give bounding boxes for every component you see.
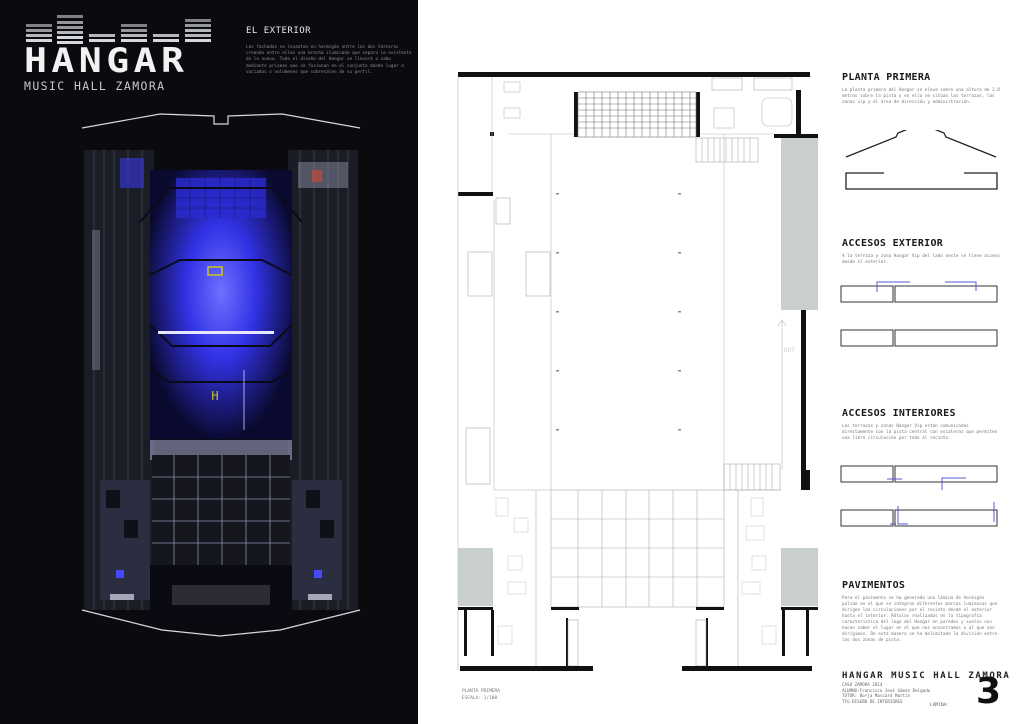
section-diagram-roof [845,130,998,190]
equalizer-bars-icon [26,15,211,44]
section-planta-primera: PLANTA PRIMERA La planta primera del Han… [842,72,1002,106]
section-title: ACCESOS INTERIORES [842,408,956,419]
first-floor-plan: OUT [456,70,818,674]
section-accesos-exterior: ACCESOS EXTERIOR A la terraza y zona Han… [842,238,1002,266]
footer-project-title: HANGAR MUSIC HALL ZAMORA [842,671,1011,681]
left-panel: HANGAR MUSIC HALL ZAMORA EL EXTERIOR Las… [0,0,418,724]
section-title: PLANTA PRIMERA [842,72,931,83]
section-text: A la terraza y zona Hangar Vip del lado … [842,254,1000,265]
section-text: Las terrazas y zonas Hangar Vip están co… [842,424,998,441]
footer-line: TFG DISEÑO DE INTERIORES [842,698,903,704]
plan-caption: PLANTA PRIMERA ESCALA: 1/100 [462,688,500,702]
footer-line: ALUMNO:Francisco José Gómez Delgado [842,687,931,693]
exterior-text: Las fachadas se levantan en hormigón ent… [246,45,412,75]
footer-credits: CASO ZAMORA 2014 ALUMNO:Francisco José G… [842,682,930,704]
svg-text:OUT: OUT [784,347,795,354]
access-interior-diagram [840,465,998,527]
section-text: Para el pavimento se ha generado una lám… [842,596,998,643]
section-title: PAVIMENTOS [842,580,906,591]
footer-line: CASO ZAMORA 2014 [842,682,883,687]
access-exterior-diagram [840,281,998,347]
logo-subtitle: MUSIC HALL ZAMORA [24,79,166,93]
footer-line: TUTOR: Borja Mascaró Martín [842,693,911,699]
section-text: La planta primera del Hangar se eleva so… [842,88,1000,105]
plan-caption-title: PLANTA PRIMERA [462,689,500,694]
logo-wordmark: HANGAR [24,41,189,81]
hall-render-image: H [80,110,362,640]
section-accesos-interiores: ACCESOS INTERIORES Las terrazas y zonas … [842,408,1002,442]
section-title: ACCESOS EXTERIOR [842,238,944,249]
svg-text:H: H [211,389,218,403]
section-pavimentos: PAVIMENTOS Para el pavimento se ha gener… [842,580,1002,644]
hangar-logo: HANGAR MUSIC HALL ZAMORA [24,12,220,93]
plan-caption-scale: ESCALA: 1/100 [462,696,498,701]
sheet-number: 3 [976,671,1002,712]
sheet-label: LÁMINA: [930,703,949,708]
exterior-title: EL EXTERIOR [246,26,312,36]
